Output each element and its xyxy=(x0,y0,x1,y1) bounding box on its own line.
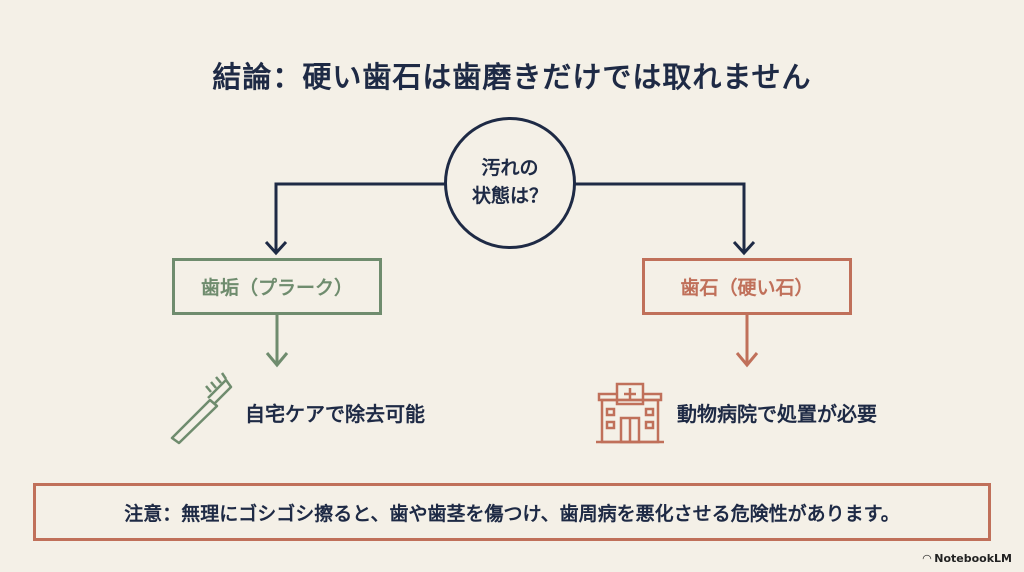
arrow-left-down xyxy=(265,315,289,368)
page-title: 結論：硬い歯石は歯磨きだけでは取れません xyxy=(212,60,812,94)
tartar-result: 動物病院で処置が必要 xyxy=(677,402,877,426)
plaque-result: 自宅ケアで除去可能 xyxy=(245,402,425,426)
notebooklm-logo-icon: ◠ xyxy=(922,552,932,565)
branch-arrow-left xyxy=(264,182,445,256)
toothbrush-icon xyxy=(170,372,233,445)
question-line1: 汚れの xyxy=(481,157,539,180)
plaque-node: 歯垢（プラーク） xyxy=(172,258,382,315)
question-line2: 状態は？ xyxy=(471,185,548,207)
tartar-node: 歯石（硬い石） xyxy=(642,258,852,315)
question-node: 汚れの状態は？ xyxy=(444,117,576,249)
branch-arrow-right xyxy=(575,182,756,256)
warning-box: 注意：無理にゴシゴシ擦ると、歯や歯茎を傷つけ、歯周病を悪化させる危険性があります… xyxy=(33,483,991,541)
brand-text: NotebookLM xyxy=(934,552,1012,565)
arrow-right-down xyxy=(735,315,759,368)
hospital-icon xyxy=(596,382,664,444)
brand-watermark: ◠ NotebookLM xyxy=(923,552,1012,565)
